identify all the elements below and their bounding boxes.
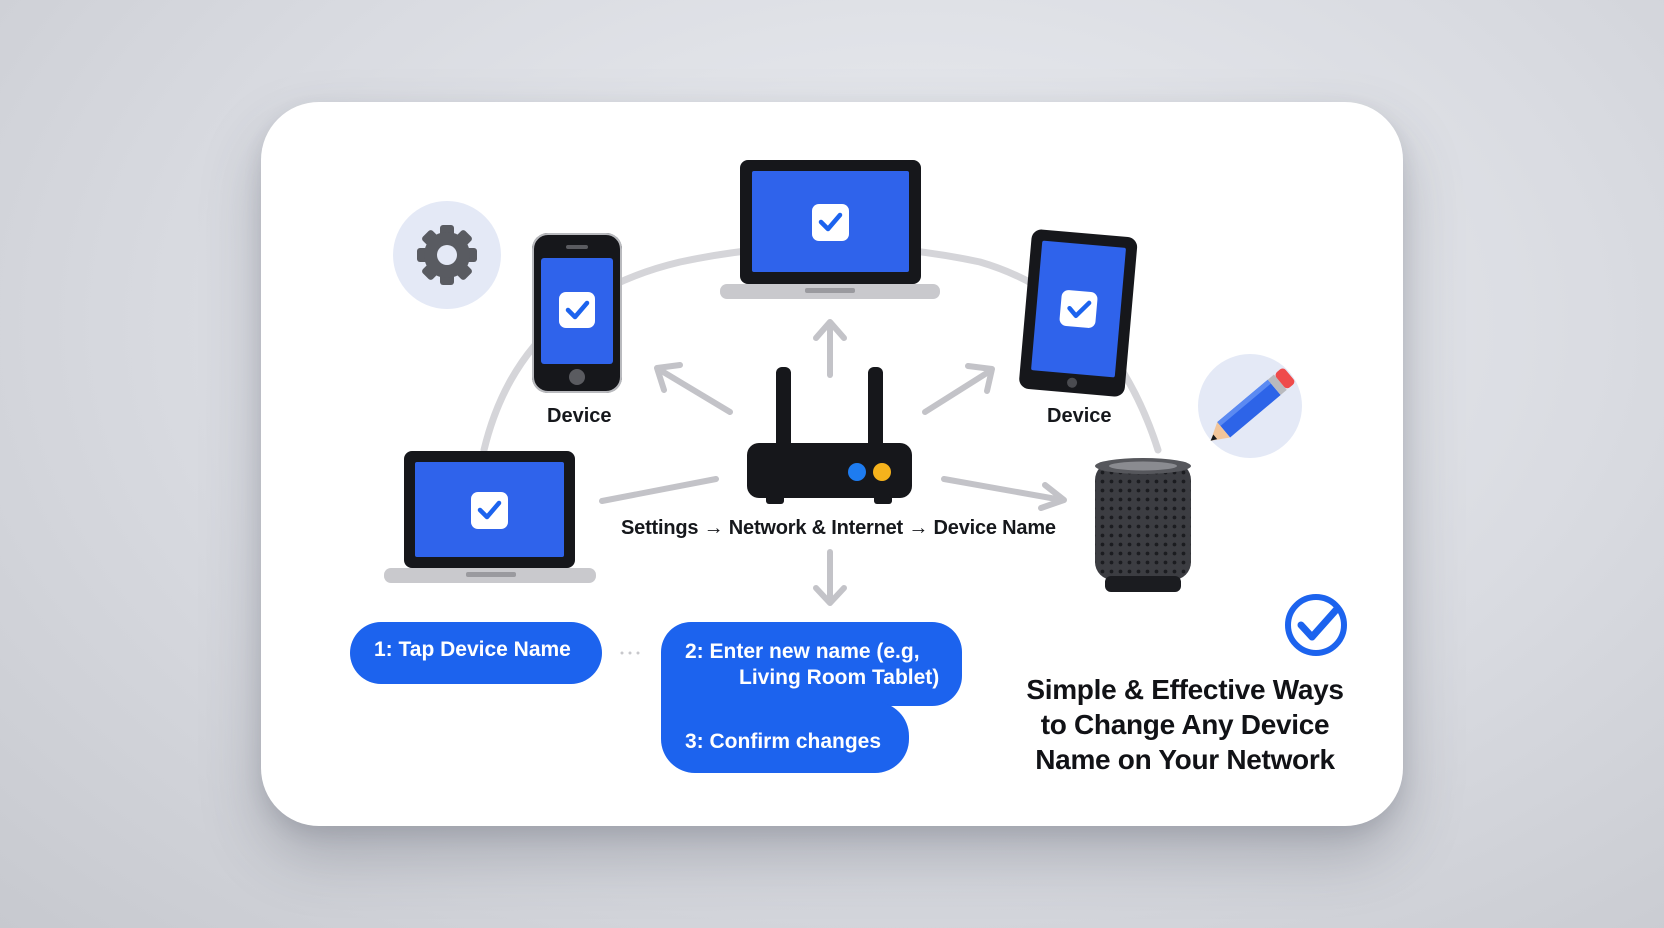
- diagram-title: Simple & Effective Ways to Change Any De…: [1000, 672, 1370, 777]
- step-3-text: 3: Confirm changes: [685, 730, 882, 753]
- arrow-up: [813, 319, 847, 378]
- step-1-pill: 1: Tap Device Name: [350, 622, 602, 684]
- gear-icon: [393, 201, 501, 309]
- title-line-2: to Change Any Device: [1040, 709, 1330, 740]
- step-connector: [620, 651, 640, 655]
- step-3-pill: 3: Confirm changes: [661, 702, 909, 773]
- checkmark-circle-icon: [1285, 594, 1347, 656]
- arrow-up-left: [654, 362, 733, 415]
- arrow-left: [599, 476, 719, 504]
- tablet-label: Device: [1047, 405, 1112, 427]
- tablet-icon: [1019, 229, 1138, 397]
- router-icon: [747, 367, 912, 504]
- step-2-pill: 1: Tap Device Name 2: Enter new name (e.…: [661, 622, 962, 706]
- smart-speaker-icon: [1095, 458, 1191, 592]
- title-line-3: Name on Your Network: [1035, 744, 1335, 775]
- phone-icon: [532, 233, 622, 393]
- step-1-text: 1: Tap Device Name: [374, 638, 571, 661]
- arrow-down: [813, 549, 847, 606]
- settings-path-text: Settings → Network & Internet → Device N…: [621, 517, 1056, 539]
- connection-arrows: [599, 319, 1067, 606]
- laptop-icon: [720, 160, 940, 299]
- title-line-1: Simple & Effective Ways: [1026, 674, 1344, 705]
- arrow-up-right: [922, 363, 995, 415]
- pencil-icon: [1198, 354, 1302, 458]
- arrow-right: [941, 476, 1067, 511]
- phone-label: Device: [547, 405, 612, 427]
- step-2-line-1: 2: Enter new name (e.g,: [685, 640, 920, 663]
- step-2-line-2: Living Room Tablet): [739, 666, 940, 689]
- laptop-icon: [384, 451, 596, 583]
